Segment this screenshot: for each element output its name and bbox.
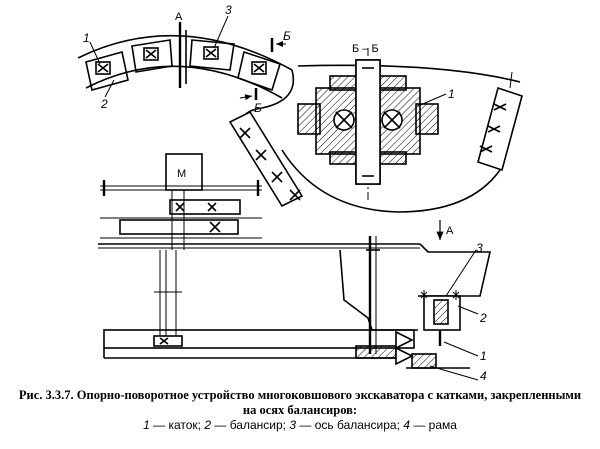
legend-text-1: каток; bbox=[168, 418, 201, 432]
section-b-b bbox=[228, 48, 523, 213]
label-3-top: 3 bbox=[225, 3, 232, 17]
turntable-side-view bbox=[98, 220, 492, 381]
figure-caption: Рис. 3.3.7. Опорно-поворотное устройство… bbox=[8, 388, 592, 433]
legend-text-4: рама bbox=[428, 418, 457, 432]
roller-chain-right bbox=[477, 71, 523, 172]
roller-chain-left bbox=[228, 110, 304, 208]
legend-num-2: 2 bbox=[204, 418, 212, 432]
label-1-top: 1 bbox=[83, 31, 90, 45]
label-4-side: 4 bbox=[480, 369, 487, 382]
legend-sep-1: — bbox=[153, 418, 166, 432]
legend-num-4: 4 bbox=[403, 418, 410, 432]
motor-label: М bbox=[177, 168, 186, 180]
legend-sep-4: — bbox=[413, 418, 426, 432]
legend-sep-2: — bbox=[214, 418, 227, 432]
section-title: Б – Б bbox=[352, 43, 379, 55]
technical-drawing: А 3 1 2 Б Б bbox=[77, 3, 523, 382]
drive-gear-train bbox=[100, 153, 262, 250]
caption-title-line2: на осях балансиров: bbox=[242, 403, 358, 417]
label-1-section: 1 bbox=[448, 87, 455, 101]
label-3-side: 3 bbox=[476, 241, 483, 255]
legend-text-2: балансир; bbox=[229, 418, 286, 432]
view-a-label-top: А bbox=[175, 11, 183, 23]
label-2-side: 2 bbox=[479, 311, 487, 325]
legend-sep-3: — bbox=[299, 418, 312, 432]
roller-block bbox=[237, 50, 281, 92]
legend-num-3: 3 bbox=[289, 418, 297, 432]
roller-plan-view bbox=[77, 15, 293, 101]
caption-legend: 1 — каток; 2 — балансир; 3 — ось баланси… bbox=[8, 418, 592, 433]
legend-text-3: ось балансира; bbox=[314, 418, 400, 432]
roller-block bbox=[131, 39, 173, 73]
caption-title-line1: Рис. 3.3.7. Опорно-поворотное устройство… bbox=[18, 388, 582, 402]
section-mark-upper: Б bbox=[283, 29, 291, 43]
roller-block bbox=[189, 39, 235, 71]
label-2-top: 2 bbox=[100, 97, 108, 111]
legend-num-1: 1 bbox=[143, 418, 150, 432]
motor-box bbox=[165, 153, 203, 191]
view-a-label-side: А bbox=[446, 225, 454, 237]
label-1-side: 1 bbox=[480, 349, 487, 363]
roller-block bbox=[85, 51, 129, 91]
